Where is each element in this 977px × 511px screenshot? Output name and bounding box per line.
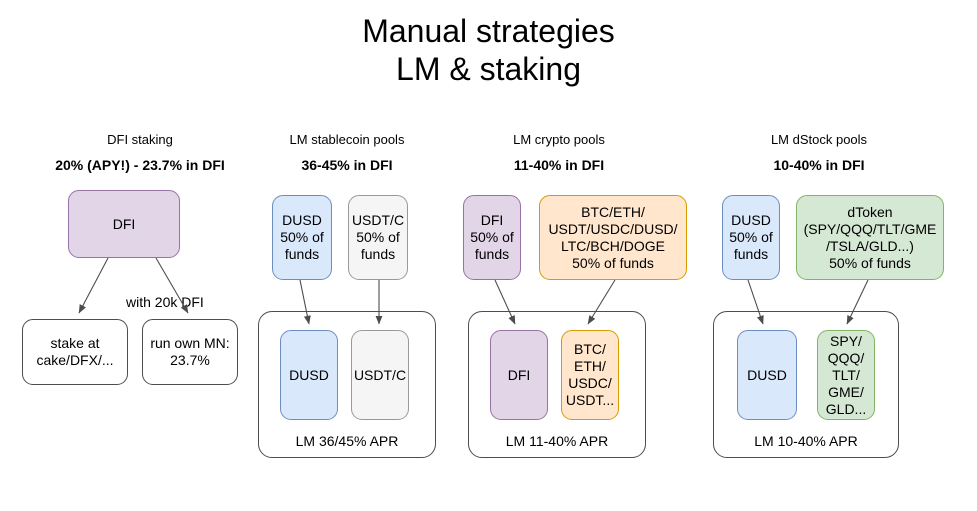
node-pool-dusd-dstock[interactable]: DUSD <box>737 330 797 420</box>
node-dfi-source[interactable]: DFI <box>68 190 180 258</box>
column-subheader-lm-stablecoin-pools: 36-45% in DFI <box>301 157 393 173</box>
pool-label-dstock: LM 10-40% APR <box>754 433 858 449</box>
node-run-own-mn[interactable]: run own MN: 23.7% <box>142 319 238 385</box>
node-pool-usdtc[interactable]: USDT/C <box>351 330 409 420</box>
column-header-lm-dstock-pools: LM dStock pools <box>770 132 868 147</box>
column-header-lm-crypto-pools: LM crypto pools <box>513 132 605 147</box>
node-pool-dusd-stablecoin[interactable]: DUSD <box>280 330 338 420</box>
node-stake-at-cake[interactable]: stake at cake/DFX/... <box>22 319 128 385</box>
arrow-dfi-to-stake-at-cake <box>78 257 109 314</box>
pool-container-stablecoin <box>258 311 436 458</box>
column-header-lm-stablecoin-pools: LM stablecoin pools <box>289 132 405 147</box>
node-pool-crypto-assets[interactable]: BTC/ ETH/ USDC/ USDT... <box>561 330 619 420</box>
node-dusd-50-funds-stablecoin[interactable]: DUSD 50% of funds <box>272 195 332 280</box>
node-dusd-50-funds-dstock[interactable]: DUSD 50% of funds <box>722 195 780 280</box>
column-header-dfi-staking: DFI staking <box>107 132 173 147</box>
edge-label-with-20k-dfi: with 20k DFI <box>126 294 204 310</box>
pool-container-dstock <box>713 311 899 458</box>
column-subheader-lm-dstock-pools: 10-40% in DFI <box>773 157 865 173</box>
node-usdtc-50-funds[interactable]: USDT/C 50% of funds <box>348 195 408 280</box>
node-pool-dfi-crypto[interactable]: DFI <box>490 330 548 420</box>
node-pool-dtoken-assets[interactable]: SPY/ QQQ/ TLT/ GME/ GLD... <box>817 330 875 420</box>
node-dtoken-50-funds[interactable]: dToken (SPY/QQQ/TLT/GME /TSLA/GLD...) 50… <box>796 195 944 280</box>
page-title: Manual strategies LM & staking <box>362 13 615 87</box>
pool-label-stablecoin: LM 36/45% APR <box>295 433 399 449</box>
node-crypto-assets-50-funds[interactable]: BTC/ETH/ USDT/USDC/DUSD/ LTC/BCH/DOGE 50… <box>539 195 687 280</box>
node-dfi-50-funds-crypto[interactable]: DFI 50% of funds <box>463 195 521 280</box>
column-subheader-dfi-staking: 20% (APY!) - 23.7% in DFI <box>55 157 225 173</box>
pool-container-crypto <box>468 311 646 458</box>
column-subheader-lm-crypto-pools: 11-40% in DFI <box>513 157 605 173</box>
pool-label-crypto: LM 11-40% APR <box>505 433 609 449</box>
